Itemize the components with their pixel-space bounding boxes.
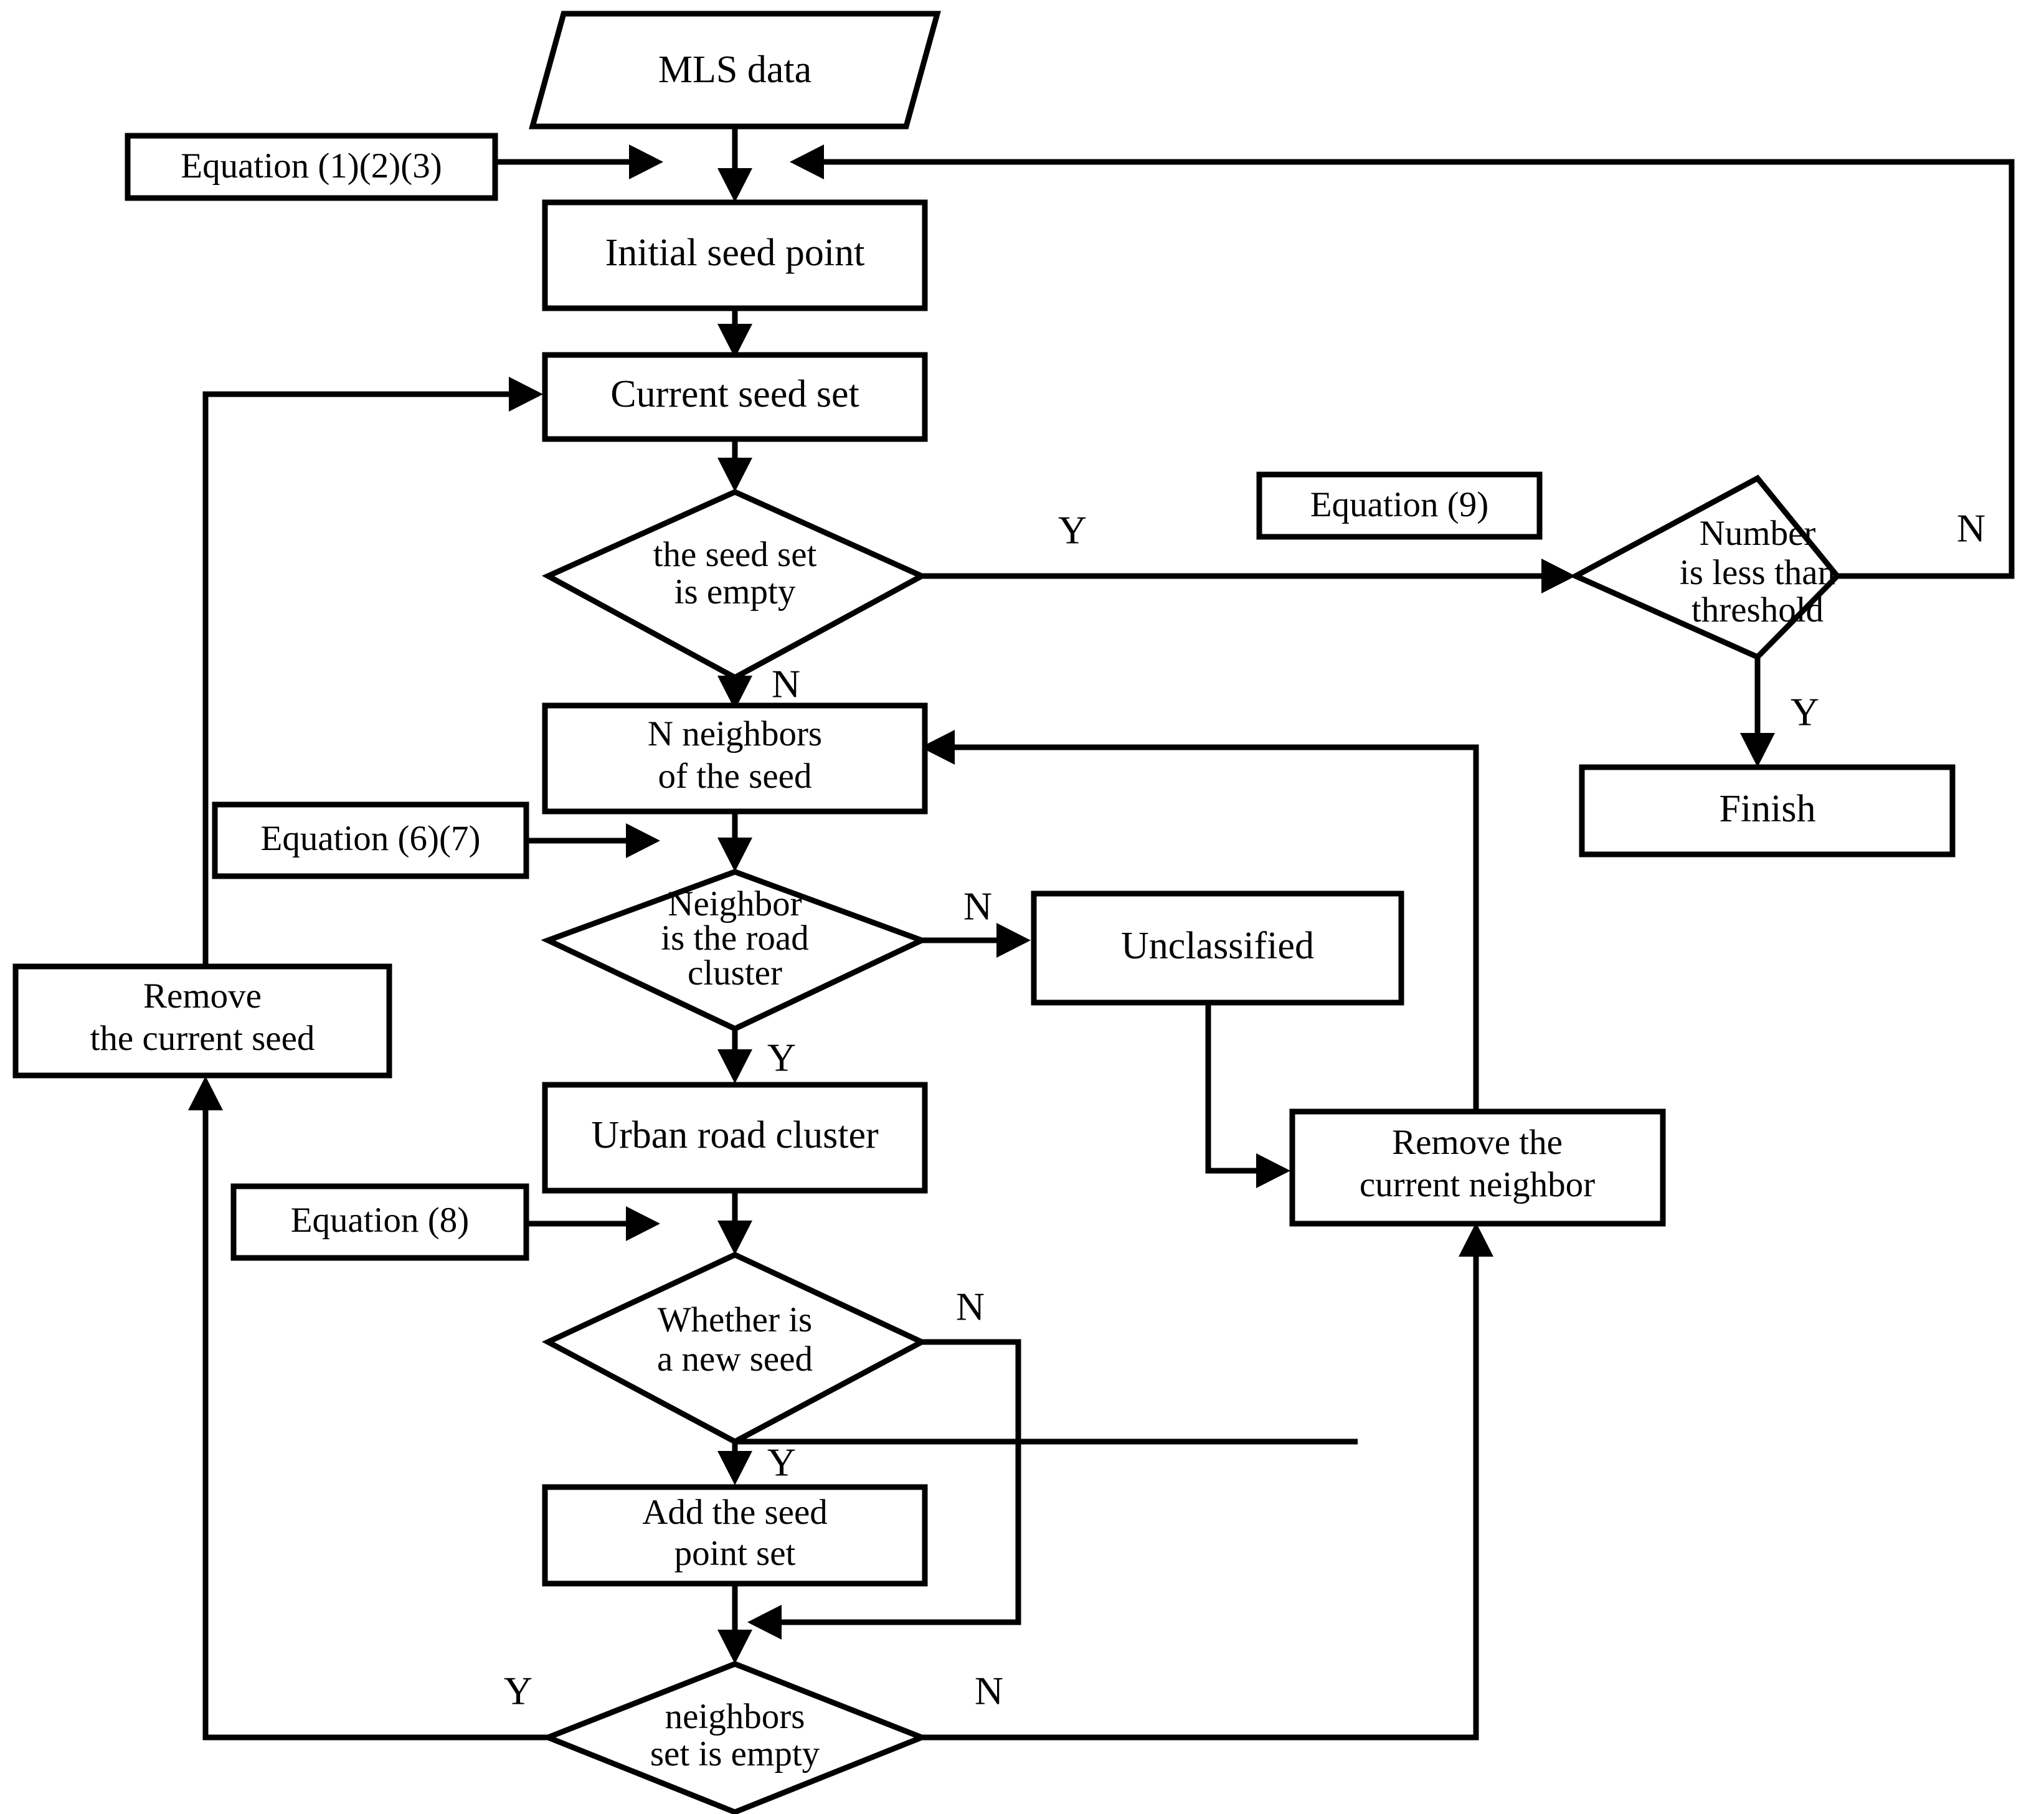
arrowhead-newseed-no — [747, 1605, 782, 1640]
arrowhead-newseed-yes — [717, 1451, 752, 1485]
node-number-threshold-line2: is less than — [1680, 553, 1835, 592]
arrowhead-remove-neighbor-to-nneighbors — [920, 730, 955, 765]
branch-label-seed-set-empty-no: N — [772, 662, 800, 706]
branch-label-neighbors-empty-no: N — [975, 1669, 1003, 1713]
branch-label-number-threshold-yes: Y — [1791, 690, 1819, 734]
node-seed-set-empty-line1: the seed set — [653, 535, 817, 574]
node-neighbors-empty-line1: neighbors — [665, 1697, 805, 1736]
node-number-less-than-threshold[interactable] — [1569, 475, 1842, 661]
arrowhead-seedempty-no — [717, 676, 752, 710]
arrowhead-neighborsempty-no — [1459, 1222, 1493, 1257]
node-number-threshold-line3: threshold — [1692, 590, 1824, 630]
arrowhead-eq67 — [626, 823, 660, 858]
node-urban-road-cluster[interactable] — [542, 1082, 928, 1194]
arrowhead-nneighbors-to-roadcheck — [717, 838, 752, 872]
node-n-neighbors-of-seed[interactable] — [542, 702, 928, 815]
node-remove-current-neighbor-line1: Remove the — [1392, 1123, 1563, 1162]
node-unclassified-label: Unclassified — [1121, 925, 1314, 967]
arrowhead-current-seed-to-empty-check — [717, 458, 752, 492]
arrowhead-urban-to-newseed — [717, 1221, 752, 1255]
edge-remove-neighbor-to-nneighbors — [940, 744, 1479, 1112]
node-mls-data[interactable] — [529, 11, 941, 130]
node-neighbor-road-line1: Neighbor — [668, 884, 802, 924]
node-seed-set-empty[interactable] — [541, 489, 929, 681]
node-new-seed-line2: a new seed — [657, 1339, 813, 1379]
node-neighbor-is-road-cluster[interactable] — [541, 869, 929, 1032]
node-finish-label: Finish — [1719, 788, 1815, 830]
edge-neighborsempty-no — [922, 1242, 1479, 1741]
node-add-seed-point-set[interactable] — [542, 1484, 928, 1587]
arrowhead-roadcheck-yes — [717, 1049, 752, 1084]
node-initial-seed-point[interactable] — [542, 199, 928, 311]
node-number-threshold-line1: Number — [1700, 514, 1816, 553]
node-remove-current-neighbor-line2: current neighbor — [1360, 1165, 1595, 1204]
node-equation-67-label: Equation (6)(7) — [261, 819, 481, 858]
node-equation-67[interactable] — [212, 801, 529, 879]
node-mls-data-label: MLS data — [658, 49, 811, 91]
node-n-neighbors-line2: of the seed — [658, 757, 812, 796]
node-finish[interactable] — [1579, 764, 1956, 857]
node-equation-8-label: Equation (8) — [291, 1201, 470, 1240]
arrowhead-neighborsempty-yes — [188, 1076, 223, 1110]
node-current-seed-set[interactable] — [542, 352, 928, 442]
node-neighbor-road-line2: is the road — [661, 919, 808, 958]
node-neighbors-set-empty[interactable] — [540, 1661, 930, 1814]
arrowhead-mls-to-initial-seed — [717, 168, 752, 202]
node-equation-123-label: Equation (1)(2)(3) — [181, 146, 442, 186]
arrowhead-seedempty-yes — [1541, 559, 1576, 593]
node-equation-9[interactable] — [1256, 471, 1543, 540]
branch-label-seed-set-empty-yes: Y — [1058, 508, 1087, 552]
arrowhead-eq123 — [629, 144, 663, 179]
node-seed-set-empty-line2: is empty — [674, 572, 796, 612]
edge-remove-seed-to-current-seed — [202, 391, 522, 965]
arrowhead-number-yes-to-finish — [1740, 733, 1775, 767]
node-equation-123[interactable] — [125, 133, 498, 201]
node-remove-current-seed-line2: the current seed — [90, 1019, 315, 1058]
node-n-neighbors-line1: N neighbors — [648, 714, 822, 753]
arrowhead-addseed-to-neighborsempty — [717, 1630, 752, 1664]
arrowhead-roadcheck-no — [996, 923, 1031, 958]
node-equation-8[interactable] — [230, 1183, 529, 1261]
node-neighbors-empty-line2: set is empty — [650, 1734, 820, 1774]
node-neighbor-road-line3: cluster — [688, 953, 782, 993]
node-new-seed-line1: Whether is — [658, 1300, 812, 1339]
branch-label-neighbor-road-yes: Y — [767, 1036, 796, 1080]
edge-unclassified-to-remove-neighbor — [1205, 1003, 1270, 1174]
arrowhead-number-no-feedback — [790, 144, 824, 179]
branch-label-new-seed-yes: Y — [767, 1440, 796, 1485]
node-remove-current-seed[interactable] — [12, 963, 392, 1079]
node-remove-current-neighbor[interactable] — [1289, 1108, 1666, 1227]
edge-newseed-no — [767, 1339, 1021, 1625]
node-add-seed-line1: Add the seed — [642, 1493, 828, 1532]
branch-label-new-seed-no: N — [956, 1285, 985, 1329]
arrowhead-unclassified-to-remove-neighbor — [1256, 1153, 1290, 1188]
node-add-seed-line2: point set — [674, 1534, 796, 1573]
arrowhead-remove-seed-to-current-seed — [509, 377, 543, 412]
branch-label-number-threshold-no: N — [1957, 506, 1985, 550]
node-urban-road-cluster-label: Urban road cluster — [591, 1114, 879, 1156]
edge-number-no-feedback — [810, 159, 2015, 579]
node-remove-current-seed-line1: Remove — [143, 976, 262, 1016]
node-initial-seed-point-label: Initial seed point — [605, 232, 865, 274]
node-equation-9-label: Equation (9) — [1310, 485, 1489, 524]
arrowhead-eq8 — [626, 1206, 660, 1241]
branch-label-neighbors-empty-yes: Y — [504, 1669, 532, 1713]
node-current-seed-set-label: Current seed set — [610, 373, 859, 415]
branch-label-neighbor-road-no: N — [963, 884, 992, 928]
node-whether-is-new-seed[interactable] — [541, 1252, 929, 1445]
arrowhead-initial-to-current-seed — [717, 324, 752, 358]
edge-neighborsempty-yes — [202, 1096, 548, 1741]
node-unclassified[interactable] — [1031, 890, 1404, 1006]
